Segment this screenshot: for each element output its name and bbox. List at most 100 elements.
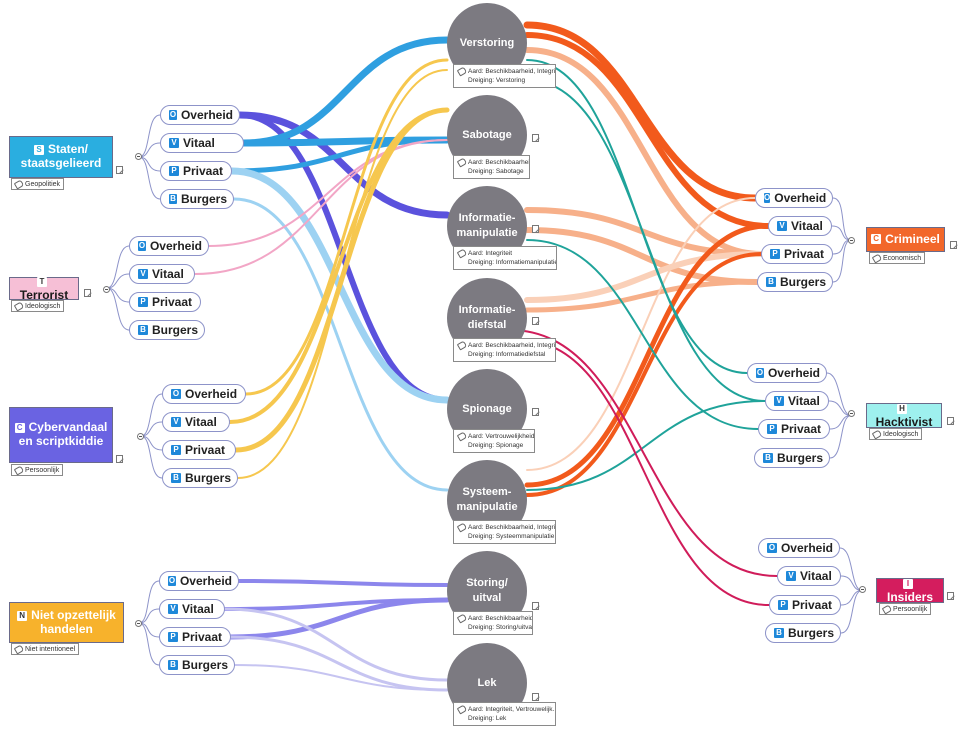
sub-label: Vitaal [152, 267, 184, 281]
sub-label: Overheid [180, 108, 233, 122]
collapse-toggle[interactable] [859, 586, 866, 593]
actor-label: Terrorist [19, 287, 69, 302]
threat-label: Verstoring [459, 36, 515, 49]
collapse-toggle[interactable] [848, 410, 855, 417]
collapse-toggle[interactable] [848, 237, 855, 244]
sub-label: Privaat [792, 598, 833, 612]
aard-text: Aard: Beschikbaarheid, Integrit... [468, 68, 556, 75]
link-infomanip-crim-burgers [524, 227, 760, 285]
bracket-line [140, 435, 163, 479]
threat-label: Sabotage [462, 128, 512, 141]
sub-label: Vitaal [185, 415, 217, 429]
link-staten-vitaal-verstoring [240, 36, 451, 147]
actor-insiders[interactable]: IInsiders [876, 578, 944, 603]
link-niet-vitaal-lek [223, 607, 449, 682]
actor-terrorist[interactable]: TTerrorist [9, 276, 79, 302]
bracket-line [140, 393, 163, 437]
note-icon[interactable] [950, 241, 957, 249]
sub-label: Vitaal [182, 602, 214, 616]
link-niet-overheid [237, 579, 449, 587]
note-icon[interactable] [532, 602, 539, 610]
actor-tag: Ideologisch [11, 300, 65, 312]
burgers-icon: B [763, 453, 773, 463]
sub-niet-vitaal[interactable]: V Vitaal [159, 599, 225, 619]
note-icon[interactable] [532, 225, 539, 233]
aard-text: Aard: Vertrouwelijkheid [468, 433, 535, 440]
note-icon[interactable] [532, 693, 539, 701]
collapse-toggle[interactable] [135, 153, 142, 160]
actor-tag: Economisch [869, 252, 926, 264]
overheid-icon: O [138, 241, 146, 251]
link-infodief-ins-privaat [519, 339, 770, 606]
sub-terrorist-privaat[interactable]: P Privaat [129, 292, 201, 312]
note-icon[interactable] [116, 166, 123, 174]
bracket-line [138, 156, 161, 200]
actor-label: Staten/ staatsgelieerd [20, 142, 102, 170]
privaat-icon: P [138, 297, 148, 307]
actor-label: Niet opzettelijk handelen [31, 607, 116, 636]
note-icon[interactable] [532, 408, 539, 416]
note-icon[interactable] [116, 455, 123, 463]
bracket-line [138, 156, 161, 172]
note-icon[interactable] [532, 134, 539, 142]
note-icon[interactable] [947, 592, 954, 600]
threat-label: Informatie-manipulatie [456, 212, 518, 239]
link-terrorist-vitaal [194, 139, 448, 275]
note-icon[interactable] [532, 317, 539, 325]
bracket-line [106, 287, 130, 331]
sub-label: Privaat [784, 247, 825, 261]
sub-label: Privaat [183, 164, 224, 178]
note-icon[interactable] [84, 289, 91, 297]
actor-label: Hacktivist [875, 414, 933, 429]
aard-text: Aard: Integriteit [468, 250, 513, 257]
collapse-toggle[interactable] [137, 433, 144, 440]
burgers-icon: B [774, 628, 784, 638]
burgers-icon: B [766, 277, 776, 287]
bracket-line [106, 273, 130, 289]
collapse-toggle[interactable] [103, 286, 110, 293]
threat-label: Systeem-manipulatie [456, 486, 518, 513]
threat-label: Informatie-diefstal [458, 304, 516, 331]
vitaal-icon: V [168, 604, 178, 614]
collapse-toggle[interactable] [135, 620, 142, 627]
vitaal-icon: V [169, 138, 179, 148]
note-icon[interactable] [947, 417, 954, 425]
sub-label: Privaat [152, 295, 193, 309]
actor-hacktivist[interactable]: HHacktivist [866, 403, 942, 428]
dreiging-text: Dreiging: Sabotage [468, 168, 524, 175]
bracket-line [840, 590, 863, 634]
link-verstoring-crim-privaat [524, 47, 764, 257]
sub-label: Privaat [185, 443, 226, 457]
actor-letter-icon: S [33, 145, 44, 156]
